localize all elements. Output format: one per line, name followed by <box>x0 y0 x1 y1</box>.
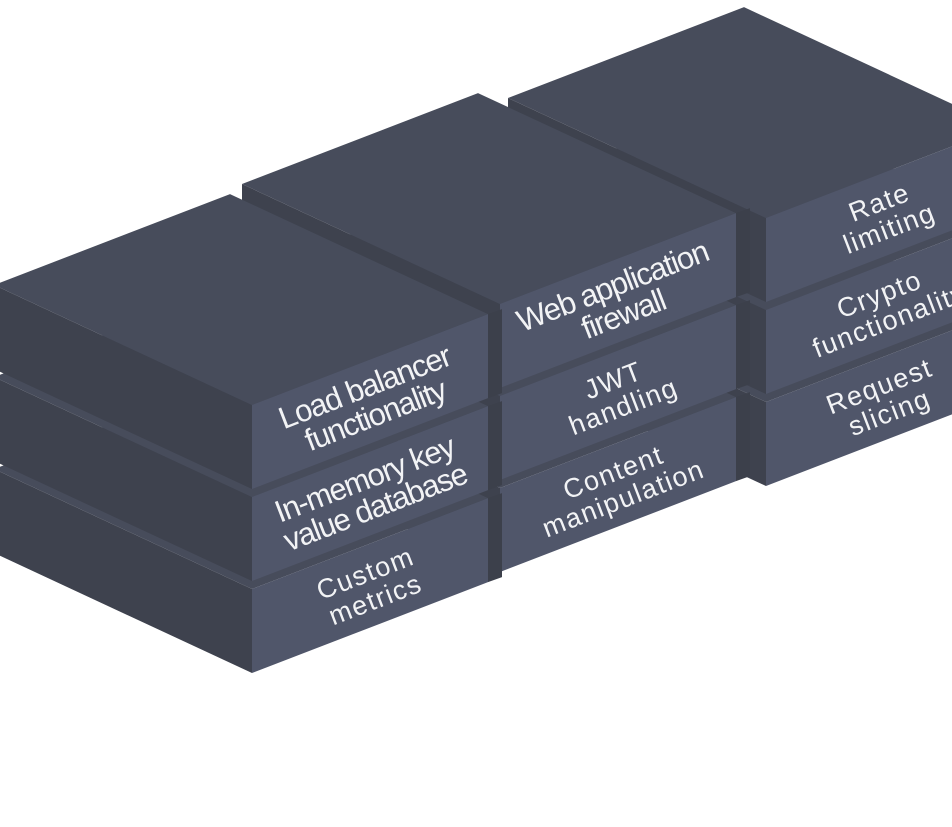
block-side-face <box>0 379 252 581</box>
block-top-face <box>0 194 488 405</box>
block-side-face <box>0 471 252 673</box>
block-top-face <box>242 93 736 304</box>
block-side-face <box>0 287 252 489</box>
block-edge-shadow <box>736 300 750 390</box>
block-front-face <box>766 238 952 394</box>
block-front-face <box>500 397 736 572</box>
blocks-layer: RequestslicingCryptofunctionalityRatelim… <box>0 7 952 673</box>
block-front-face <box>252 406 488 581</box>
block-edge-shadow <box>488 493 502 583</box>
block-edge-shadow <box>488 401 502 491</box>
block-front-face <box>500 213 736 388</box>
block-edge-shadow <box>736 392 750 482</box>
block-edge-shadow <box>488 309 502 399</box>
block-top-face <box>508 7 952 218</box>
block-edge-shadow <box>736 208 750 298</box>
block-front-face <box>766 146 952 302</box>
block-front-face <box>252 314 488 489</box>
block-front-face <box>252 498 488 673</box>
block-front-face <box>500 305 736 480</box>
block-front-face <box>766 330 952 486</box>
